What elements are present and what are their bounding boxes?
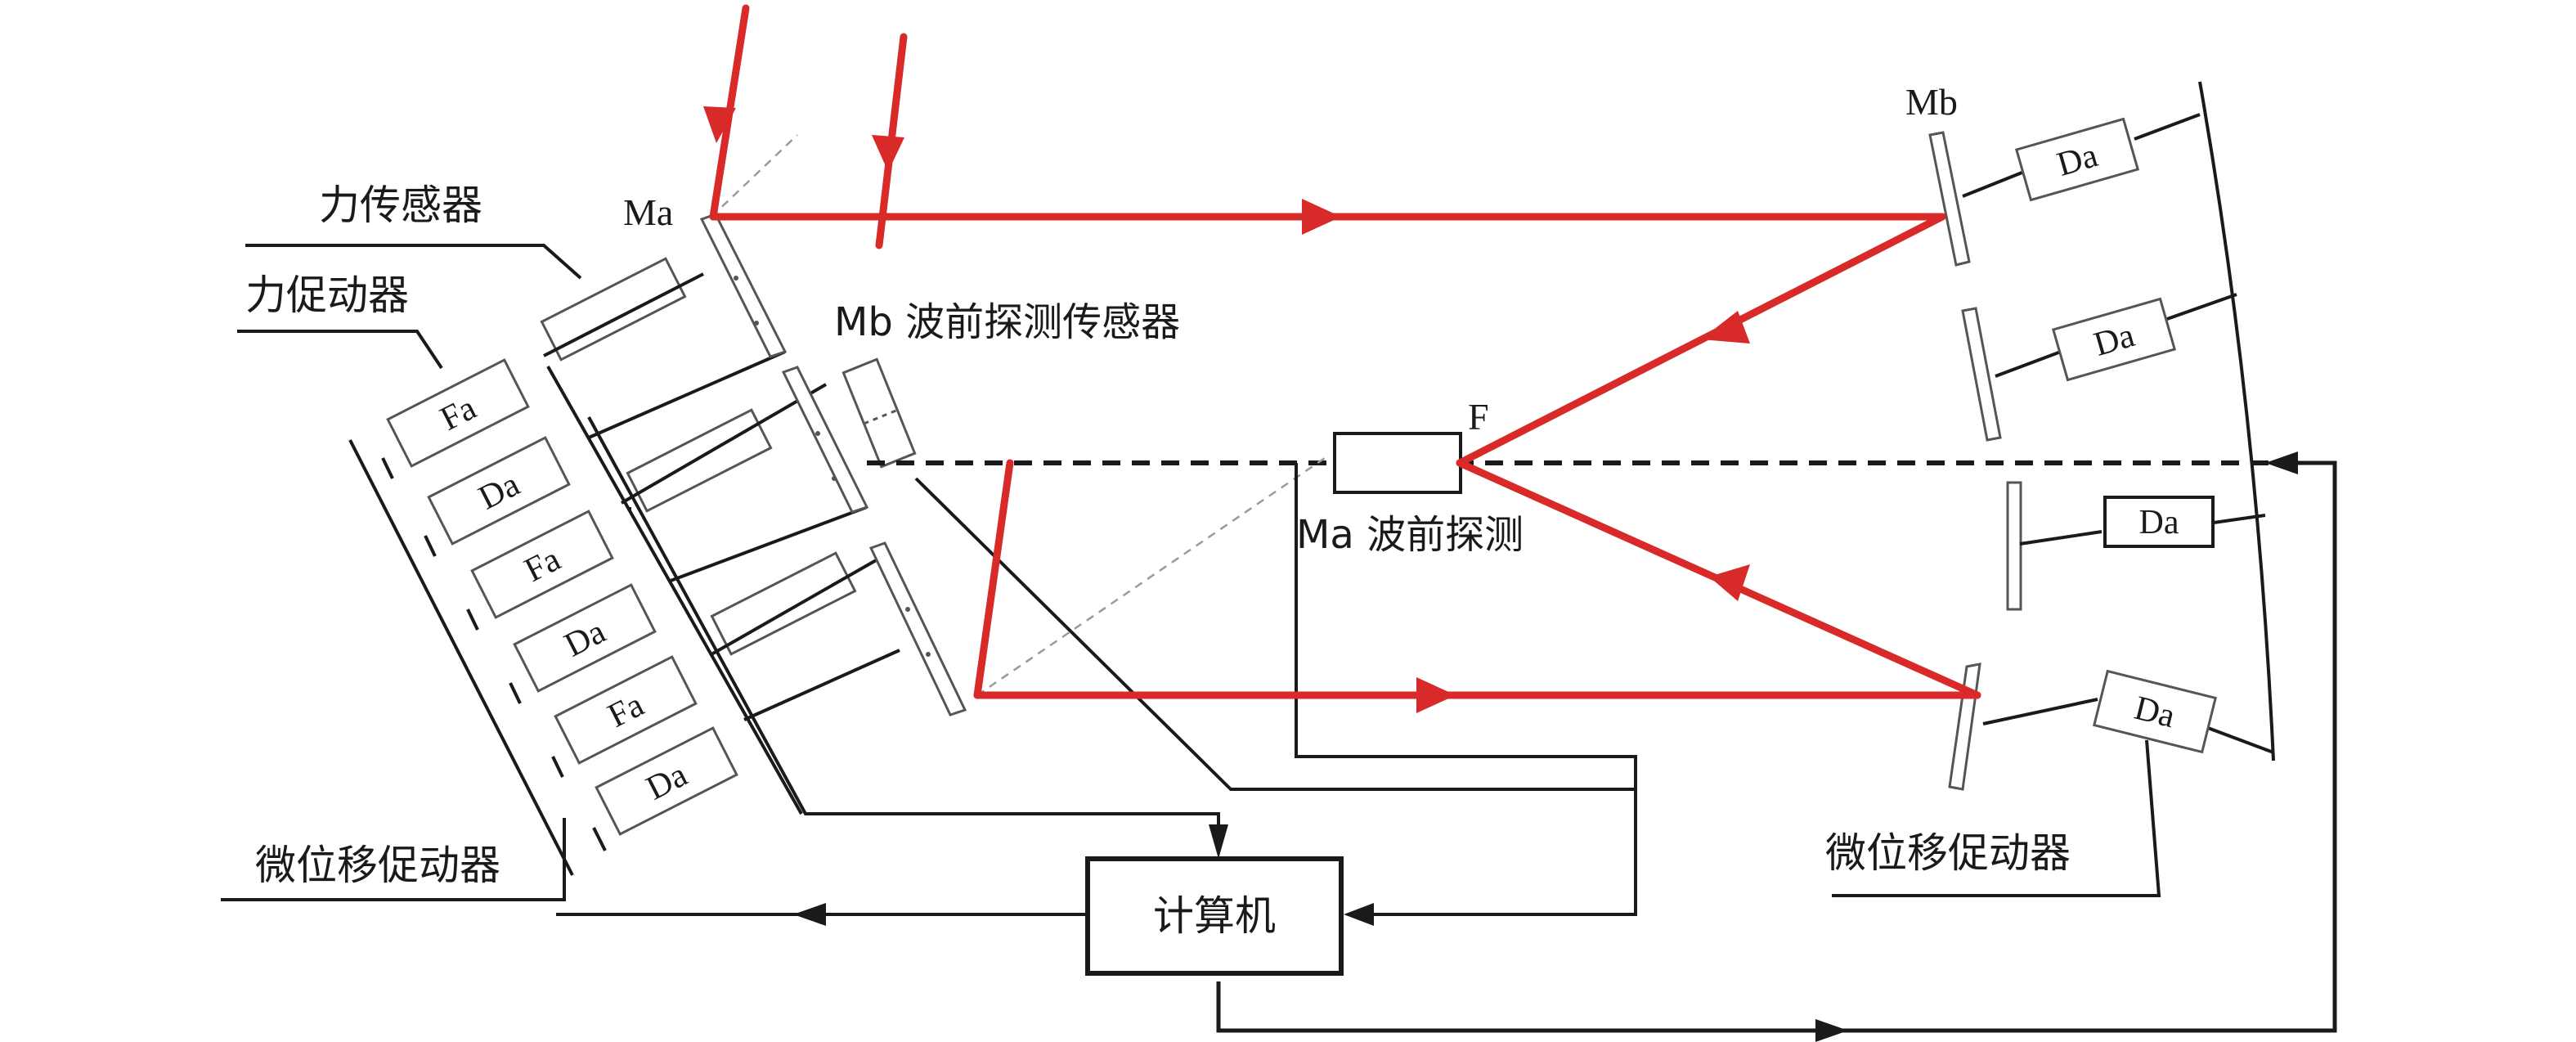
- focus-label: F: [1468, 396, 1489, 438]
- arrow-into-computer-top: [1209, 824, 1228, 859]
- actuator-box: Fa: [386, 358, 530, 468]
- actuator-stack-3: Fa: [470, 510, 614, 619]
- beam-mb-to-focus: [1456, 213, 1946, 467]
- force-actuator-label: 力促动器: [245, 272, 409, 319]
- right-actuator-box-4: Da: [2092, 669, 2218, 754]
- mb-wavefront-sensor-label: Mb 波前探测传感器: [834, 299, 1180, 345]
- ma-wavefront-detector-box: [1333, 432, 1462, 494]
- axis-arrowhead-right: [2265, 451, 2298, 474]
- left-leader-lines: [221, 244, 582, 901]
- right-mirror-assembly: Da Da Da Da: [1832, 81, 2275, 897]
- right-mirror-connectors: [1962, 113, 2274, 754]
- mb-label: Mb: [1905, 81, 1958, 123]
- right-actuator-box: Da: [2014, 117, 2140, 202]
- actuator-stack-5: Fa: [554, 655, 698, 765]
- mb-wavefront-sensor-box: [841, 357, 917, 469]
- actuator-stack-2: Da: [427, 436, 571, 546]
- left-mirror-segment-2: [781, 366, 869, 514]
- actuator-box: Da: [427, 436, 571, 546]
- plate-to-mirror-lines: [543, 272, 900, 721]
- computer-subsystem: 计算机: [556, 416, 1637, 976]
- bottom-line-arrowhead: [1815, 1019, 1848, 1042]
- left-actuator-assembly: Fa Da Fa Da Fa: [348, 213, 967, 876]
- actuator-box: Fa: [554, 655, 698, 765]
- actuator-connectors: [381, 457, 607, 851]
- force-sensor-label: 力传感器: [319, 182, 482, 229]
- right-actuator-box-3: Da: [2103, 496, 2215, 548]
- force-sensor-box-2: [626, 408, 773, 513]
- force-sensor-box-3: [710, 551, 857, 656]
- left-support-plate-outer: [348, 439, 574, 876]
- arrow-into-computer-right: [1344, 903, 1374, 926]
- right-actuator-label: Da: [2139, 504, 2179, 541]
- computer-label: 计算机: [1153, 892, 1276, 940]
- left-micro-actuator-label: 微位移促动器: [255, 842, 500, 889]
- grey-dashed-guides: [711, 134, 1326, 697]
- ma-wavefront-label: Ma 波前探测: [1296, 512, 1524, 558]
- actuator-box: Fa: [470, 510, 614, 619]
- force-sensor-box: [540, 257, 687, 362]
- beam-arrowheads: [703, 106, 1750, 713]
- actuator-stack: Fa: [386, 358, 530, 468]
- beam-lower-left-up: [973, 459, 1014, 699]
- arrow-left-output: [793, 903, 826, 926]
- left-mirror-segment-ma: [699, 213, 788, 358]
- right-mirror-segment-3: [2006, 481, 2022, 611]
- right-mirror-segment-mb: [1928, 131, 1971, 267]
- actuator-box: Da: [513, 583, 657, 693]
- left-support-plate-inner: [546, 366, 803, 815]
- optical-axis-return-arrow: [1216, 460, 2337, 1033]
- ma-label: Ma: [623, 191, 673, 233]
- actuator-stack-6: Da: [595, 726, 738, 836]
- actuator-box: Da: [595, 726, 738, 836]
- right-leader-line: [1832, 739, 2161, 897]
- computer-box: [1085, 856, 1344, 976]
- right-actuator-box-2: Da: [2051, 297, 2177, 382]
- left-mirror-segment-3: [868, 541, 967, 716]
- right-support-curve: [2198, 81, 2275, 761]
- right-mirror-segment-2: [1961, 307, 2002, 442]
- right-micro-actuator-label: 微位移促动器: [1825, 829, 2071, 877]
- actuator-stack-4: Da: [513, 583, 657, 693]
